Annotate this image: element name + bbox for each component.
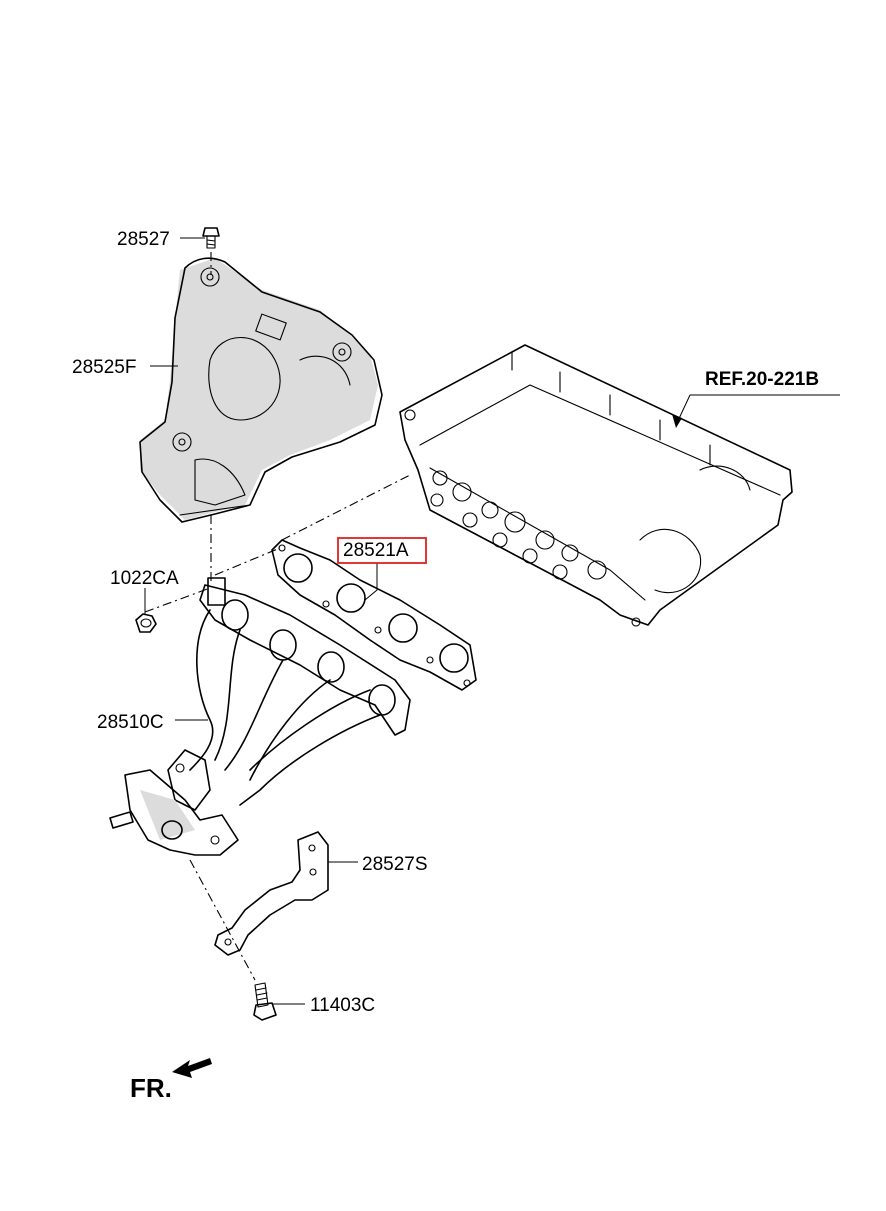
bolt-bottom [253,982,277,1021]
label-nut[interactable]: 1022CA [110,568,179,589]
leader-lines [144,237,840,1005]
front-arrow-icon [172,1058,212,1078]
front-indicator: FR. [130,1058,212,1103]
selected-callout-highlight [337,537,427,564]
exhaust-manifold [109,577,411,856]
label-manifold[interactable]: 28510C [97,712,164,733]
label-bolt-bottom[interactable]: 11403C [310,995,375,1016]
heat-shield [139,257,383,523]
label-bracket[interactable]: 28527S [362,854,428,875]
label-heat-shield[interactable]: 28525F [72,357,136,378]
label-gasket[interactable]: 28521A [343,540,409,561]
front-label: FR. [130,1073,172,1103]
bracket [214,831,329,956]
callout-labels: 28527 28525F 28521A 1022CA 28510C 28527S… [72,229,819,1016]
assembly-lines [144,252,411,981]
label-bolt-top[interactable]: 28527 [117,229,170,250]
bolt-top [202,227,220,249]
label-reference[interactable]: REF.20-221B [705,369,819,390]
nut [135,613,157,633]
gasket [271,539,477,691]
cylinder-head [399,344,793,627]
